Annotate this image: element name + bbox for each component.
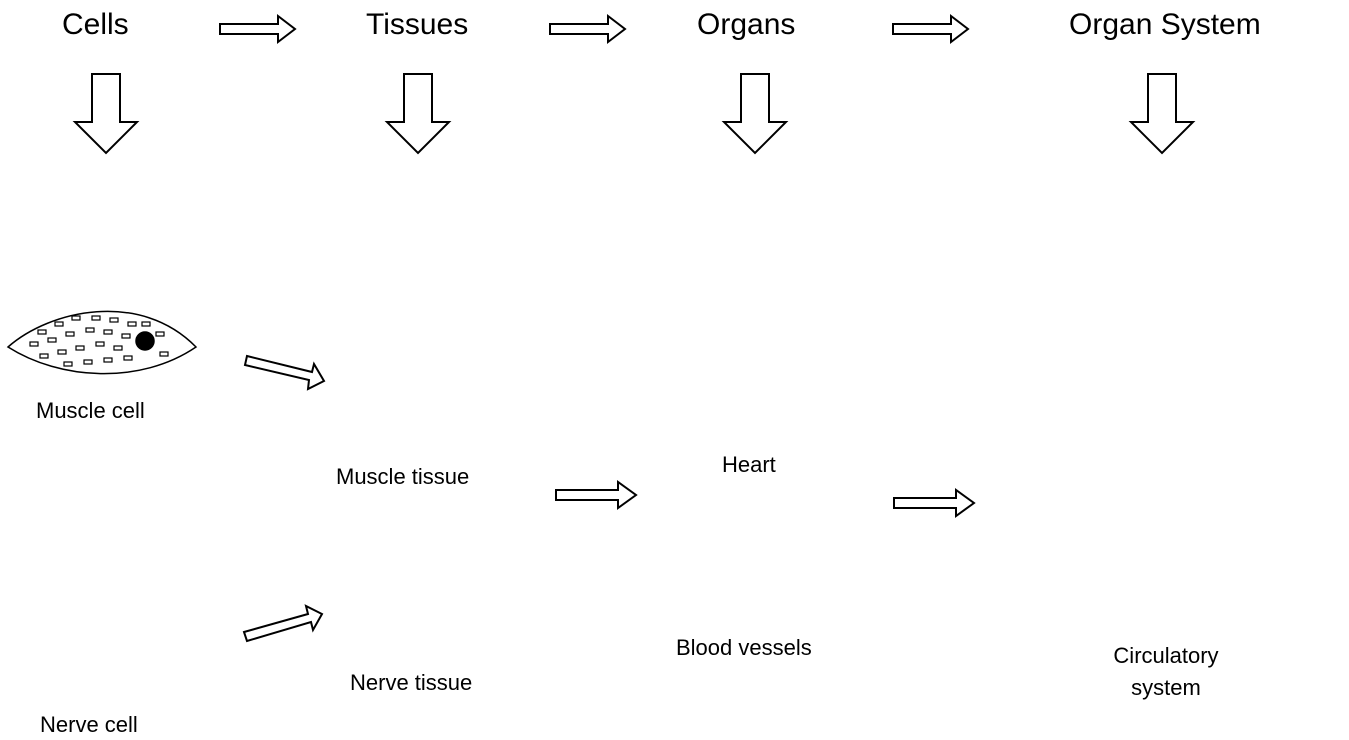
arrow-down-cells [75,74,137,153]
arrow-muscle-cell-to-tissue [245,356,324,389]
arrow-cells-to-tissues [220,16,295,42]
arrow-tissues-to-organs-mid [556,482,636,508]
arrow-nerve-cell-to-tissue [244,606,322,641]
heart-label: Heart [722,452,776,478]
circulatory-system-label-line1: Circulatory [1086,643,1246,669]
muscle-cell-icon [8,311,196,373]
arrow-organs-to-system [893,16,968,42]
arrow-organs-to-system-mid [894,490,974,516]
arrow-tissues-to-organs [550,16,625,42]
muscle-tissue-label: Muscle tissue [336,464,469,490]
nerve-cell-label: Nerve cell [40,712,138,738]
arrow-down-organs [724,74,786,153]
circulatory-system-label-line2: system [1086,675,1246,701]
muscle-cell-label: Muscle cell [36,398,145,424]
arrow-down-system [1131,74,1193,153]
circulatory-system-label: Circulatory system [1086,643,1246,701]
blood-vessels-label: Blood vessels [676,635,812,661]
arrow-down-tissues [387,74,449,153]
nerve-tissue-label: Nerve tissue [350,670,472,696]
